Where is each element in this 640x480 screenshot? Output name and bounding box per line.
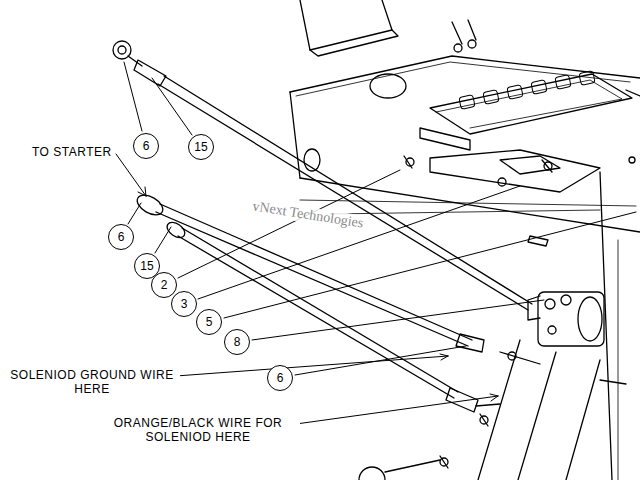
note-label: TO STARTER	[30, 145, 114, 159]
callout-number: 6	[133, 133, 159, 159]
callout-number: 2	[151, 272, 177, 298]
callout-number: 3	[171, 291, 197, 317]
callout-text: 6	[277, 372, 284, 384]
callout-number: 8	[224, 329, 250, 355]
callout-text: 15	[194, 141, 207, 153]
callout-number: 15	[188, 134, 214, 160]
callout-number: 6	[108, 224, 134, 250]
note-label: SOLENIOD GROUND WIRE HERE	[4, 368, 180, 396]
callout-text: 8	[234, 336, 241, 348]
callout-text: 5	[206, 316, 213, 328]
note-label: ORANGE/BLACK WIRE FOR SOLENIOD HERE	[96, 416, 300, 444]
callout-text: 6	[118, 231, 125, 243]
callout-number: 5	[196, 309, 222, 335]
watermark: vNext Technologies	[249, 198, 366, 232]
callout-text: 15	[140, 260, 153, 272]
callout-number: 6	[267, 365, 293, 391]
callout-text: 2	[161, 279, 168, 291]
callout-text: 6	[143, 140, 150, 152]
callout-text: 3	[181, 298, 188, 310]
